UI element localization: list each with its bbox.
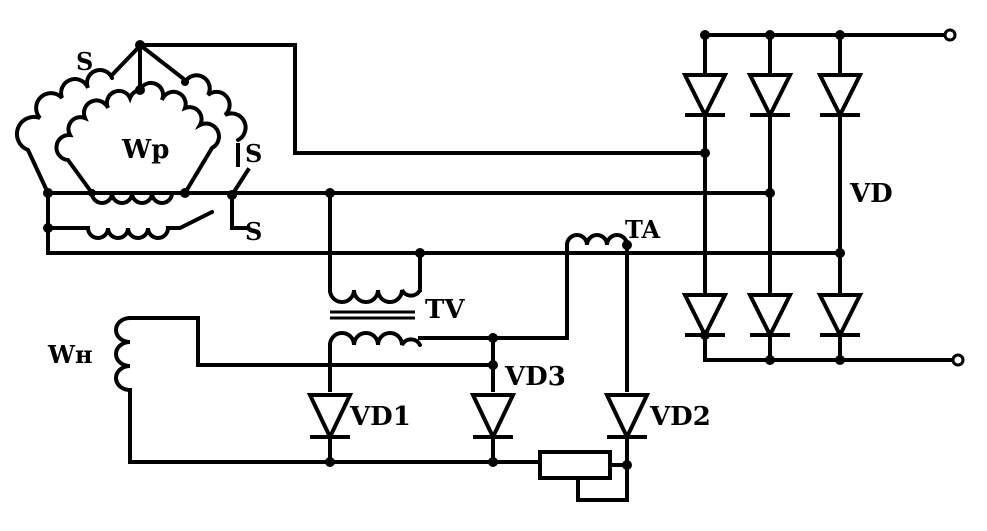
output-terminals bbox=[943, 28, 965, 367]
label-tv: TV bbox=[425, 295, 465, 325]
label-vd1: VD1 bbox=[349, 402, 411, 432]
switch-s-low bbox=[230, 193, 247, 230]
label-s-top: S bbox=[76, 47, 93, 76]
bridge-rectifier-vd bbox=[681, 33, 960, 362]
label-s-low: S bbox=[245, 217, 262, 246]
label-wh: Wн bbox=[47, 340, 93, 369]
load-winding-wh bbox=[114, 316, 542, 464]
resistor bbox=[538, 450, 629, 502]
label-vd3: VD3 bbox=[504, 362, 566, 392]
label-s-mid: S bbox=[245, 139, 262, 168]
main-winding-wp bbox=[14, 42, 842, 255]
diode-vd1 bbox=[306, 393, 354, 464]
label-vd2: VD2 bbox=[649, 402, 711, 432]
transformer-tv bbox=[328, 191, 495, 392]
diode-vd3 bbox=[469, 393, 517, 464]
switch-s-top bbox=[109, 45, 141, 78]
label-ta: TA bbox=[625, 215, 661, 244]
terminal-bottom bbox=[951, 353, 965, 367]
label-vd: VD bbox=[849, 179, 893, 209]
junction-dots bbox=[43, 30, 845, 470]
diode-vd2 bbox=[603, 393, 651, 467]
terminal-top bbox=[943, 28, 957, 42]
label-wp: Wp bbox=[121, 135, 169, 165]
